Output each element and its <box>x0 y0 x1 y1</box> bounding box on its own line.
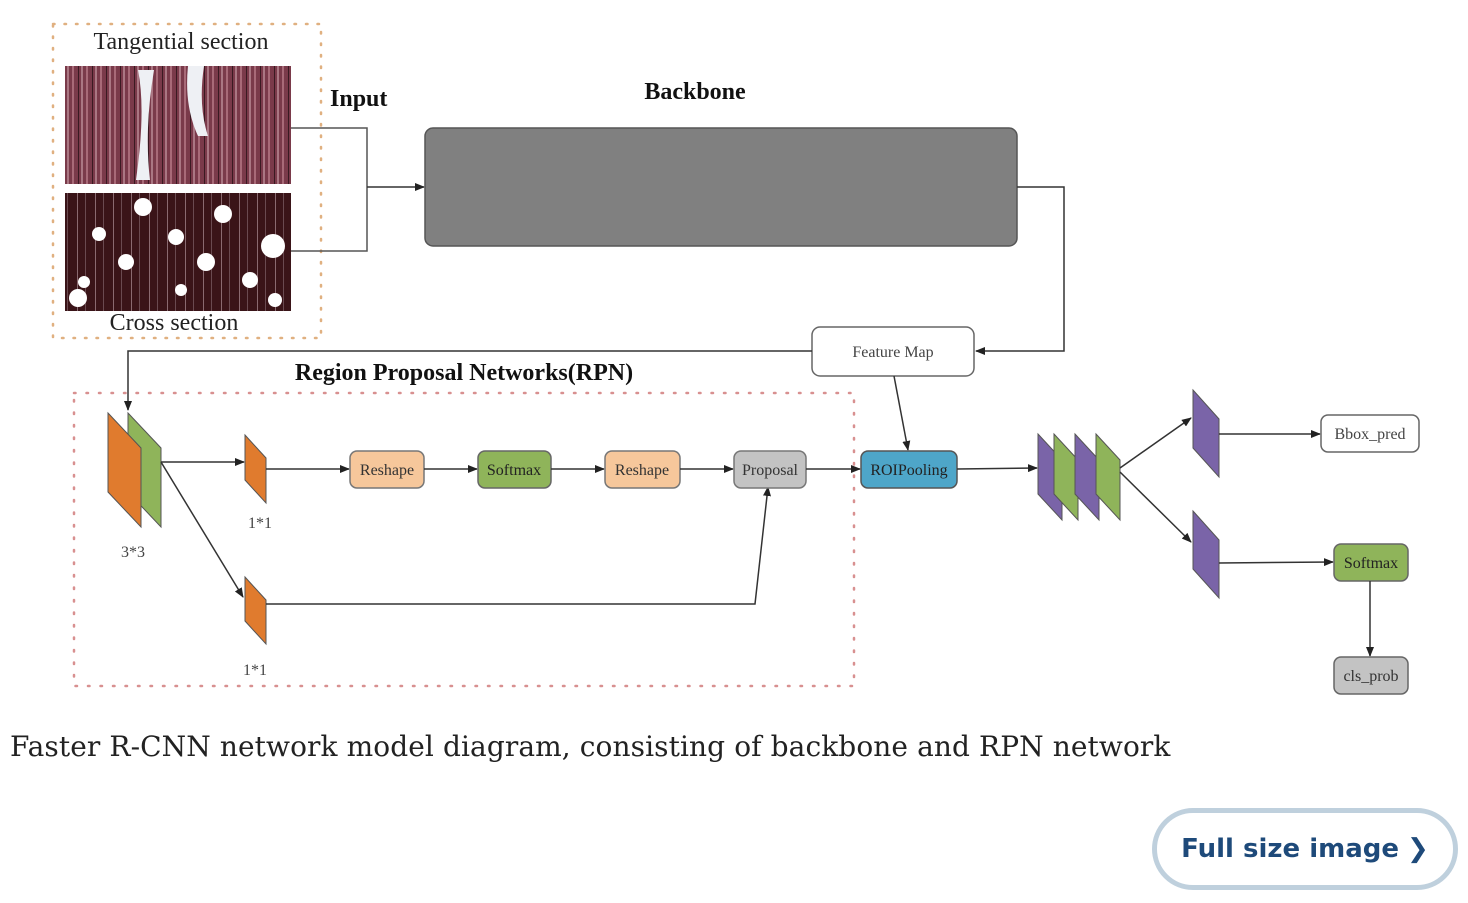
figure-caption: Faster R-CNN network model diagram, cons… <box>10 730 1171 763</box>
input-connector <box>291 127 368 252</box>
conv3-to-conv1b-arrow <box>160 461 244 598</box>
cls-branch-layer <box>1192 509 1220 600</box>
conv1b-to-proposal-arrow <box>266 486 771 605</box>
conv1x1-top-layer <box>244 433 267 505</box>
softmax2-label: Softmax <box>1344 555 1398 572</box>
faster-rcnn-diagram: Tangential section Cross section Input B… <box>51 22 1420 695</box>
proposal-label: Proposal <box>742 462 799 479</box>
backbone-to-featuremap-arrow <box>975 186 1065 355</box>
full-size-image-label: Full size image <box>1181 834 1400 864</box>
softmax2-node: Softmax <box>1333 543 1409 582</box>
tangential-section-label: Tangential section <box>94 29 269 55</box>
fc-layer-3 <box>1074 432 1100 522</box>
bbox-pred-label: Bbox_pred <box>1334 426 1405 443</box>
backbone-block <box>424 127 1018 247</box>
softmax1-node: Softmax <box>477 450 552 489</box>
fc-layer-4 <box>1095 432 1121 522</box>
conv1x1-top-label: 1*1 <box>248 515 272 532</box>
conv1x1-bottom-layer <box>244 575 267 646</box>
cls-prob-node: cls_prob <box>1333 656 1409 695</box>
full-size-image-button[interactable]: Full size image ❯ <box>1152 808 1458 890</box>
arrow-to-softmax2 <box>1218 558 1334 567</box>
bbox-pred-node: Bbox_pred <box>1320 414 1420 453</box>
reshape2-node: Reshape <box>604 450 681 489</box>
roipooling-label: ROIPooling <box>870 462 947 479</box>
arrow-to-fc-layers <box>956 464 1038 473</box>
input-dotted-frame <box>51 22 323 340</box>
reshape2-label: Reshape <box>615 462 669 479</box>
feature-map-label: Feature Map <box>852 344 933 361</box>
cross-section-label: Cross section <box>110 310 239 336</box>
conv1x1-bottom-label: 1*1 <box>243 662 267 679</box>
fc-layer-2 <box>1053 432 1079 522</box>
cross-section-image <box>65 193 291 311</box>
chevron-right-icon: ❯ <box>1407 834 1429 864</box>
reshape1-node: Reshape <box>349 450 425 489</box>
conv3x3-label: 3*3 <box>121 544 145 561</box>
cls-prob-label: cls_prob <box>1343 668 1398 685</box>
softmax1-label: Softmax <box>487 462 541 479</box>
arrow-to-cls-branch <box>1119 471 1192 543</box>
tangential-section-image <box>65 66 291 184</box>
backbone-label: Backbone <box>644 79 746 105</box>
rpn-dotted-frame <box>72 391 856 688</box>
arrow-to-bbox-branch <box>1119 417 1192 469</box>
proposal-node: Proposal <box>733 450 807 489</box>
featuremap-to-rpn-arrow <box>124 350 812 411</box>
input-label: Input <box>330 86 387 112</box>
featuremap-to-roipooling-arrow <box>893 375 911 451</box>
bbox-branch-layer <box>1192 388 1220 479</box>
reshape1-label: Reshape <box>360 462 414 479</box>
rpn-label: Region Proposal Networks(RPN) <box>295 360 633 386</box>
roipooling-node: ROIPooling <box>860 450 958 489</box>
conv3x3-orange-layer <box>107 411 142 529</box>
